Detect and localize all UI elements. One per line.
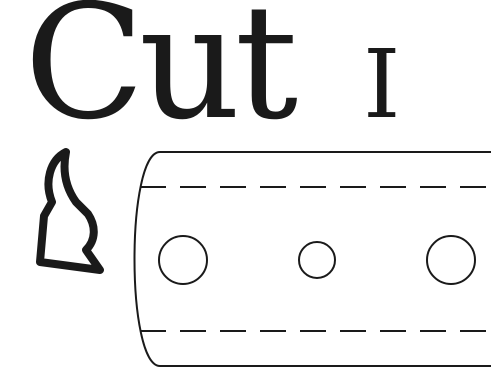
strip-outline bbox=[135, 152, 491, 366]
hole-left bbox=[159, 236, 207, 284]
hole-middle bbox=[299, 242, 335, 278]
hole-right bbox=[427, 236, 475, 284]
curved-arrow-icon bbox=[40, 152, 100, 270]
